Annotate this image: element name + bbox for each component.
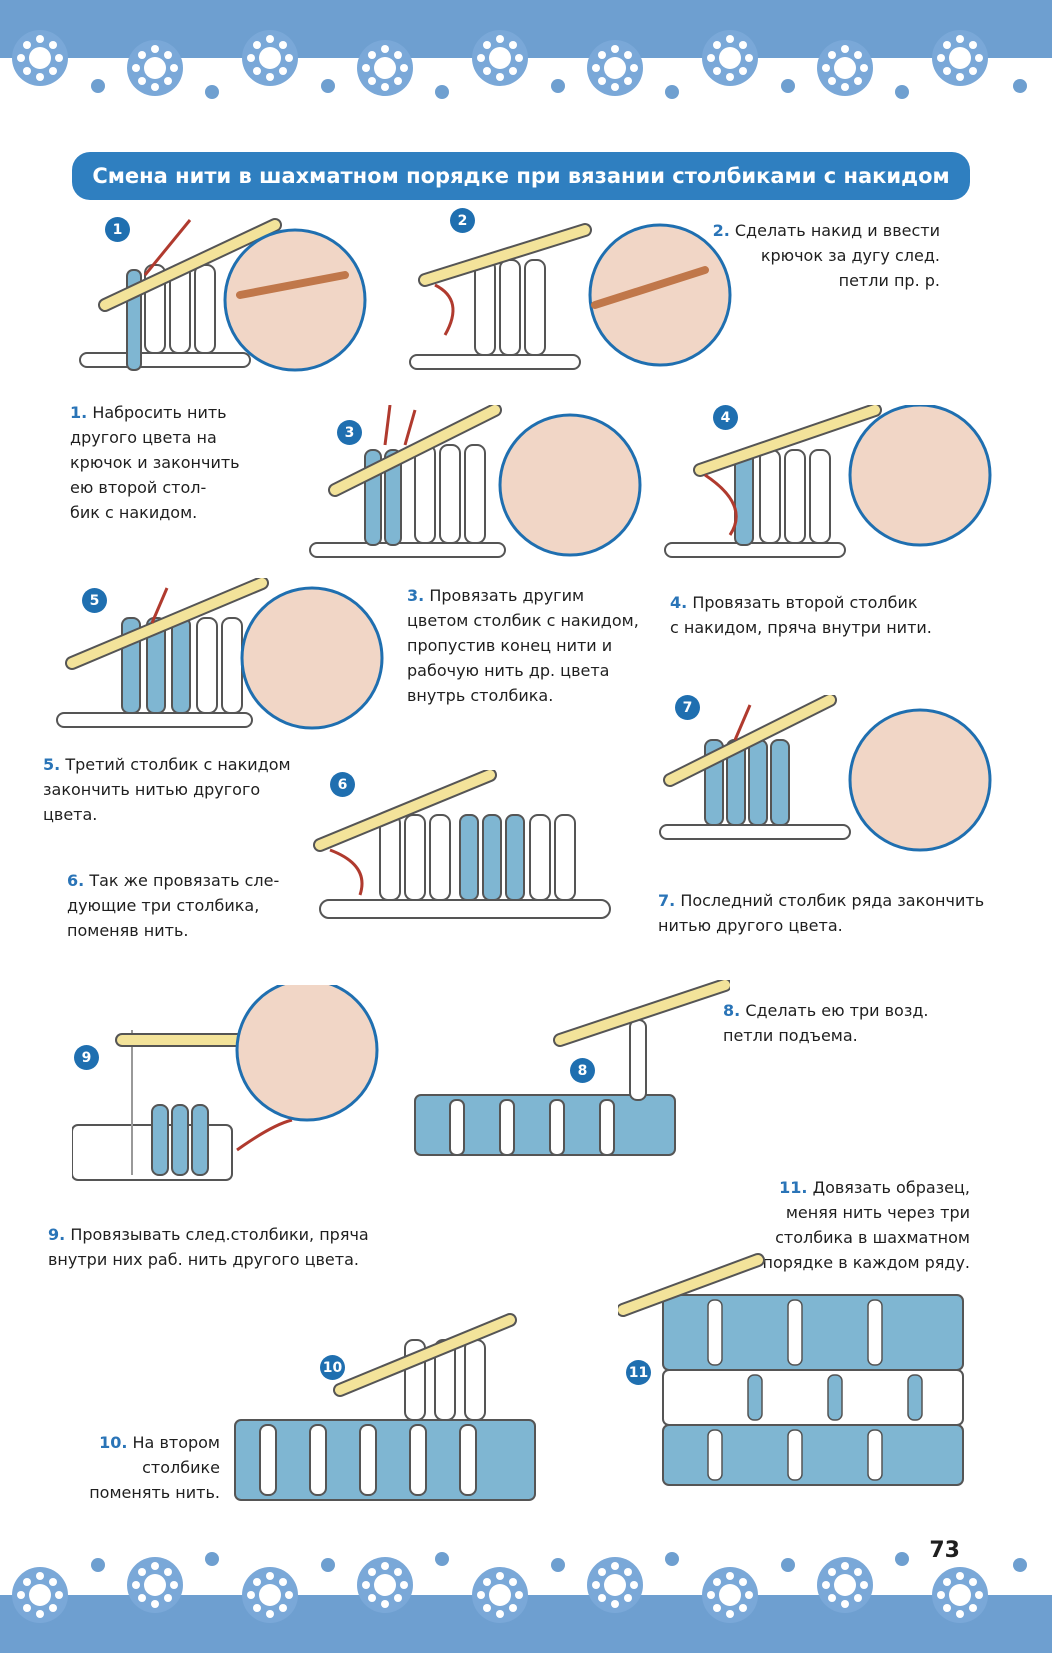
top-lace-border xyxy=(0,0,1052,99)
stitch-diagram xyxy=(409,223,732,370)
step-badge-2: 2 xyxy=(450,208,475,233)
photo-inset xyxy=(240,586,384,730)
photo-inset xyxy=(848,708,992,852)
step-badge-3: 3 xyxy=(337,420,362,445)
step-9-text: Провязывать след.столбики, пряча внутри … xyxy=(48,1225,369,1269)
step-3-text: Провязать другим цветом столбик с накидо… xyxy=(407,586,639,705)
stitch-diagram xyxy=(618,1253,964,1486)
step-8-text: Сделать ею три возд. петли подъема. xyxy=(723,1001,929,1045)
figure-step-7: 7 xyxy=(655,695,1000,855)
step-badge-1: 1 xyxy=(105,217,130,242)
step-6-text: Так же провязать сле- дующие три столбик… xyxy=(67,871,280,940)
stitch-diagram xyxy=(414,980,730,1156)
step-5-caption: 5. Третий столбик с накидом закончить ни… xyxy=(43,752,291,827)
figure-step-11: 11 xyxy=(618,1240,973,1515)
step-9-number: 9. xyxy=(48,1225,66,1244)
step-4-number: 4. xyxy=(670,593,688,612)
step-8-number: 8. xyxy=(723,1001,741,1020)
figure-step-4: 4 xyxy=(660,405,995,575)
step-7-text: Последний столбик ряда закончить нитью д… xyxy=(658,891,985,935)
step-5-text: Третий столбик с накидом закончить нитью… xyxy=(43,755,291,824)
step-badge-9: 9 xyxy=(74,1045,99,1070)
step-4-caption: 4. Провязать второй столбик с накидом, п… xyxy=(670,590,932,640)
step-2-caption: 2. Сделать накид и ввести крючок за дугу… xyxy=(700,218,940,293)
bottom-lace-border xyxy=(0,1552,1052,1653)
step-badge-5: 5 xyxy=(82,588,107,613)
step-6-caption: 6. Так же провязать сле- дующие три стол… xyxy=(67,868,279,943)
step-11-number: 11. xyxy=(779,1178,808,1197)
step-1-number: 1. xyxy=(70,403,88,422)
step-9-caption: 9. Провязывать след.столбики, пряча внут… xyxy=(48,1222,369,1272)
stitch-diagram xyxy=(56,578,384,730)
step-8-caption: 8. Сделать ею три возд. петли подъема. xyxy=(723,998,929,1048)
step-7-number: 7. xyxy=(658,891,676,910)
page-title: Смена нити в шахматном порядке при вязан… xyxy=(72,152,970,200)
step-5-number: 5. xyxy=(43,755,61,774)
step-10-number: 10. xyxy=(99,1433,128,1452)
photo-inset xyxy=(235,985,379,1122)
step-badge-6: 6 xyxy=(330,772,355,797)
stitch-diagram xyxy=(664,405,992,558)
stitch-diagram xyxy=(72,985,379,1181)
stitch-diagram xyxy=(309,405,642,558)
stitch-diagram xyxy=(79,218,367,372)
stitch-diagram xyxy=(234,1313,536,1501)
step-10-text: На втором столбике поменять нить. xyxy=(89,1433,220,1502)
step-7-caption: 7. Последний столбик ряда закончить нить… xyxy=(658,888,984,938)
step-4-text: Провязать второй столбик с накидом, пряч… xyxy=(670,593,932,637)
stitch-diagram xyxy=(659,695,992,852)
step-2-number: 2. xyxy=(712,221,730,240)
step-1-text: Набросить нить другого цвета на крючок и… xyxy=(70,403,240,522)
figure-step-6: 6 xyxy=(300,770,630,930)
photo-inset xyxy=(588,223,732,367)
step-badge-11: 11 xyxy=(626,1360,651,1385)
step-2-text: Сделать накид и ввести крючок за дугу сл… xyxy=(734,221,940,290)
step-badge-8: 8 xyxy=(570,1058,595,1083)
photo-inset xyxy=(223,228,367,372)
step-3-number: 3. xyxy=(407,586,425,605)
stitch-diagram xyxy=(313,770,611,919)
figure-step-9: 9 xyxy=(72,985,402,1195)
photo-inset xyxy=(848,405,992,547)
step-11-caption: 11. Довязать образец, меняя нить через т… xyxy=(730,1175,971,1275)
step-10-caption: 10. На втором столбике поменять нить. xyxy=(40,1430,220,1505)
page-number: 73 xyxy=(929,1538,960,1563)
step-3-caption: 3. Провязать другим цветом столбик с нак… xyxy=(407,583,639,708)
step-11-text: Довязать образец, меняя нить через три с… xyxy=(762,1178,971,1272)
photo-inset xyxy=(498,413,642,557)
figure-step-10: 10 xyxy=(230,1310,550,1510)
step-badge-4: 4 xyxy=(713,405,738,430)
step-1-caption: 1. Набросить нить другого цвета на крючо… xyxy=(70,400,240,525)
figure-step-8: 8 xyxy=(410,980,730,1180)
figure-step-2: 2 xyxy=(405,208,735,390)
figure-step-5: 5 xyxy=(52,578,397,743)
step-badge-7: 7 xyxy=(675,695,700,720)
figure-step-3: 3 xyxy=(305,405,645,580)
step-badge-10: 10 xyxy=(320,1355,345,1380)
step-6-number: 6. xyxy=(67,871,85,890)
figure-step-1: 1 xyxy=(75,215,375,390)
